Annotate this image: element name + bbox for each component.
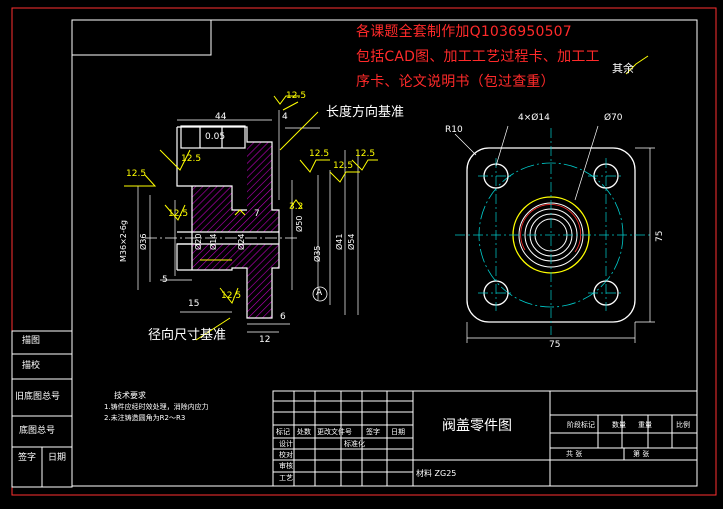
left-side-table <box>11 330 73 488</box>
dia-14-label: Ø14 <box>209 233 218 250</box>
tech-req-item-1: 1.铸件应经时效处理，消除内应力 <box>104 403 209 411</box>
dia-24-label: Ø24 <box>237 233 246 250</box>
length-datum-label: 长度方向基准 <box>326 105 405 120</box>
top-view <box>454 125 655 343</box>
dia-50-label: Ø50 <box>295 215 304 232</box>
dia-70-label: Ø70 <box>604 113 623 123</box>
tech-req-title: 技术要求 <box>114 391 146 400</box>
title-block <box>272 390 698 487</box>
standardization: 标准化 <box>344 440 365 448</box>
roughness-1: 12.5 <box>126 169 147 179</box>
left-table-tracing: 描图 <box>22 336 41 346</box>
dim-7: 7 <box>254 209 260 219</box>
section-hatch <box>192 142 279 318</box>
watermark-line-2: 包括CAD图、加工工艺过程卡、加工工 <box>356 49 600 65</box>
scale: 比例 <box>676 421 690 429</box>
header-change-doc: 更改文件号 <box>317 428 352 436</box>
left-table-base-no: 底图总号 <box>19 426 56 436</box>
sheet-number: 第 张 <box>633 450 650 458</box>
dia-41-label: Ø41 <box>335 233 344 250</box>
roughness-8: 12.5 <box>355 149 376 159</box>
left-table-check: 描校 <box>22 361 41 371</box>
row-design: 设计 <box>279 440 293 448</box>
header-date: 日期 <box>391 428 405 436</box>
dim-15: 15 <box>188 299 200 309</box>
dim-75-horizontal: 75 <box>549 340 561 350</box>
dia-35-label: Ø35 <box>313 245 322 262</box>
roughness-3: 12.5 <box>168 209 189 219</box>
dim-6: 6 <box>280 312 286 322</box>
left-table-sign: 签字 <box>18 453 37 463</box>
dia-36-label: Ø36 <box>139 233 148 250</box>
datum-a: A <box>316 288 323 298</box>
r10-label: R10 <box>445 125 463 135</box>
dim-44: 44 <box>215 112 227 122</box>
dim-5: 5 <box>162 275 168 285</box>
roughness-6: 12.5 <box>333 161 354 171</box>
roughness-4: 12.5 <box>221 291 242 301</box>
left-table-old-no: 旧底图总号 <box>15 392 61 402</box>
thread-callout: M36×2-6g <box>119 220 128 262</box>
watermark-line-1: 各课题全套制作加Q1036950507 <box>356 24 572 40</box>
row-check: 校对 <box>279 451 293 459</box>
holes-label: 4×Ø14 <box>518 113 550 123</box>
roughness-7: 3.2 <box>289 202 304 212</box>
left-table-date: 日期 <box>48 453 67 463</box>
sheets-total: 共 张 <box>566 450 583 458</box>
dia-20-label: Ø20 <box>194 233 203 250</box>
dim-12: 12 <box>259 335 271 345</box>
row-review: 审核 <box>279 462 293 470</box>
roughness-5: 12.5 <box>309 149 330 159</box>
surface-note: 其余 <box>612 62 634 75</box>
watermark-line-3: 序卡、论文说明书（包过查重） <box>356 74 555 90</box>
tolerance-0-05: 0.05 <box>205 132 226 142</box>
tech-req-item-2: 2.未注铸造圆角为R2～R3 <box>104 414 186 422</box>
row-process: 工艺 <box>279 474 293 482</box>
code-box <box>71 19 212 56</box>
stage-mark: 阶段标记 <box>567 421 595 429</box>
header-count: 处数 <box>297 428 311 436</box>
section-view <box>124 55 649 341</box>
header-mark: 标记 <box>276 428 290 436</box>
roughness-9: 12.5 <box>286 91 307 101</box>
dia-54-label: Ø54 <box>347 233 356 250</box>
quantity: 数量 <box>612 421 626 429</box>
roughness-2: 12.5 <box>181 154 202 164</box>
dim-4: 4 <box>282 112 288 122</box>
dim-75-vertical: 75 <box>655 230 665 242</box>
part-name: 阀盖零件图 <box>442 418 512 434</box>
weight: 重量 <box>638 421 652 429</box>
material-label: 材料 ZG25 <box>416 469 457 478</box>
radial-datum-label: 径向尺寸基准 <box>148 328 227 343</box>
outer-frame <box>11 7 717 496</box>
header-sign: 签字 <box>366 428 380 436</box>
